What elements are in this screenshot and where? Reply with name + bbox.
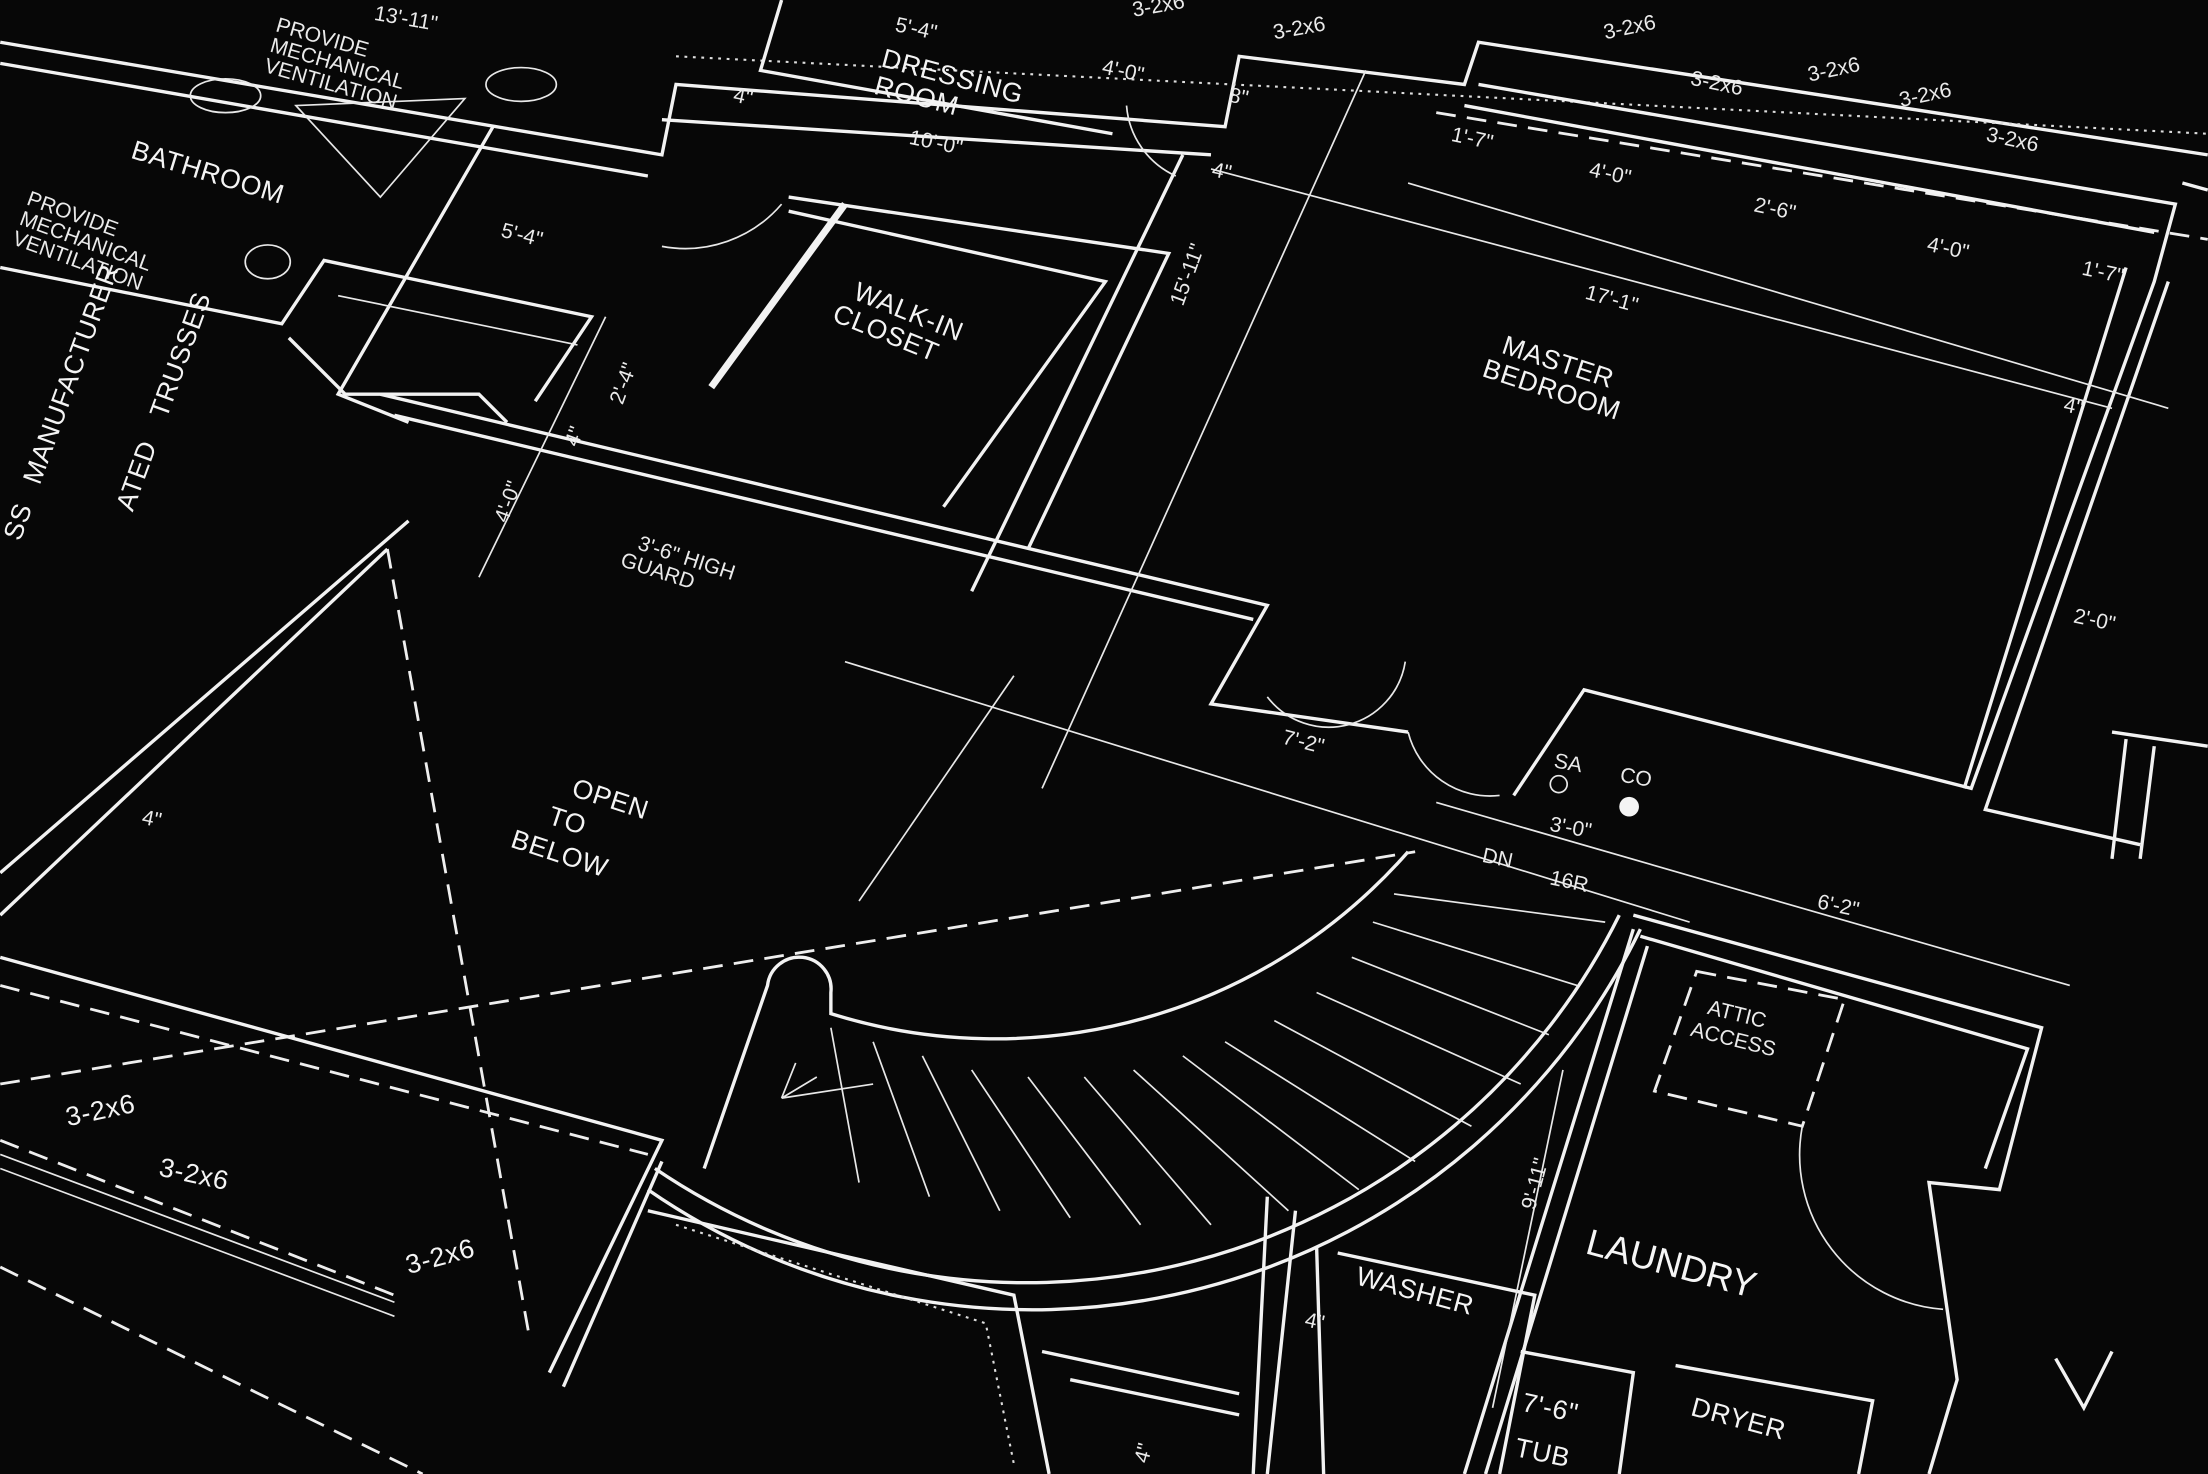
dimension-4-g: 4" <box>1130 1441 1157 1466</box>
dimension-4-0-top: 4'-0" <box>1100 56 1146 87</box>
room-dryer: DRYER <box>1688 1392 1789 1446</box>
note-ated: ATED <box>110 436 163 514</box>
dimension-1-7-b: 1'-7" <box>2080 257 2126 288</box>
dimension-3-0: 3'-0" <box>1548 813 1593 843</box>
room-tub: TUB <box>1512 1432 1573 1473</box>
note-trusses: TRUSSES <box>144 288 217 422</box>
dimension-15-11: 15'-11" <box>1166 241 1209 309</box>
dimension-8: 8" <box>1227 84 1251 110</box>
dimension-1-7-a: 1'-7" <box>1449 123 1495 154</box>
stair-dn: DN <box>1480 844 1515 873</box>
framing-callout: 3-2x6 <box>63 1088 138 1132</box>
note-manufacturer: MANUFACTURER <box>17 260 124 488</box>
framing-callout: 3-2x6 <box>157 1152 232 1196</box>
framing-callout: 3-2x6 <box>1130 0 1186 22</box>
dimension-2-4: 2'-4" <box>606 360 642 407</box>
dimension-7-2: 7'-2" <box>1280 726 1326 758</box>
dimension-4-f: 4" <box>1303 1309 1327 1335</box>
dimension-17-1: 17'-1" <box>1583 281 1641 317</box>
room-bathroom: BATHROOM <box>128 135 288 210</box>
dimension-10-0: 10'-0" <box>907 126 964 160</box>
dimension-6-2: 6'-2" <box>1815 890 1861 921</box>
labels: 13'-11" PROVIDE MECHANICAL VENTILATION B… <box>0 0 2126 1473</box>
dimension-5-4: 5'-4" <box>499 219 545 251</box>
smoke-alarm-symbol <box>1549 774 1569 794</box>
room-laundry: LAUNDRY <box>1582 1221 1761 1306</box>
note-ss: SS <box>0 499 38 544</box>
label-sa: SA <box>1552 750 1585 778</box>
dimension-4-a: 4" <box>731 84 755 110</box>
stair-treads <box>830 893 1606 1226</box>
dimension-4-d: 4" <box>561 423 589 449</box>
dimension-4-0-b: 4'-0" <box>1925 233 1971 264</box>
dimension-4-b: 4" <box>1210 158 1234 184</box>
framing-callout: 3-2x6 <box>1689 67 1745 100</box>
framing-callout: 3-2x6 <box>402 1233 478 1280</box>
dimension-2-6: 2'-6" <box>1752 194 1798 225</box>
dimension-4-c: 4" <box>2062 393 2086 419</box>
dimension-4-0-a: 4'-0" <box>1587 158 1633 189</box>
framing-callout: 3-2x6 <box>1897 78 1953 111</box>
dimension-4-0-vertical: 4'-0" <box>490 478 526 525</box>
stair-risers: 16R <box>1548 867 1591 898</box>
dimension-5-4-top: 5'-4" <box>893 13 939 44</box>
dimension-2-0: 2'-0" <box>2072 605 2118 636</box>
dimension-7-6: 7'-6" <box>1519 1387 1581 1428</box>
framing-callout: 3-2x6 <box>1271 13 1327 45</box>
dimension-13-11: 13'-11" <box>372 2 439 36</box>
framing-callout: 3-2x6 <box>1806 53 1862 86</box>
dimension-4-e: 4" <box>140 806 164 832</box>
framing-callout: 3-2x6 <box>1601 11 1657 44</box>
label-co: CO <box>1618 764 1653 792</box>
co-detector-symbol <box>1619 796 1639 817</box>
